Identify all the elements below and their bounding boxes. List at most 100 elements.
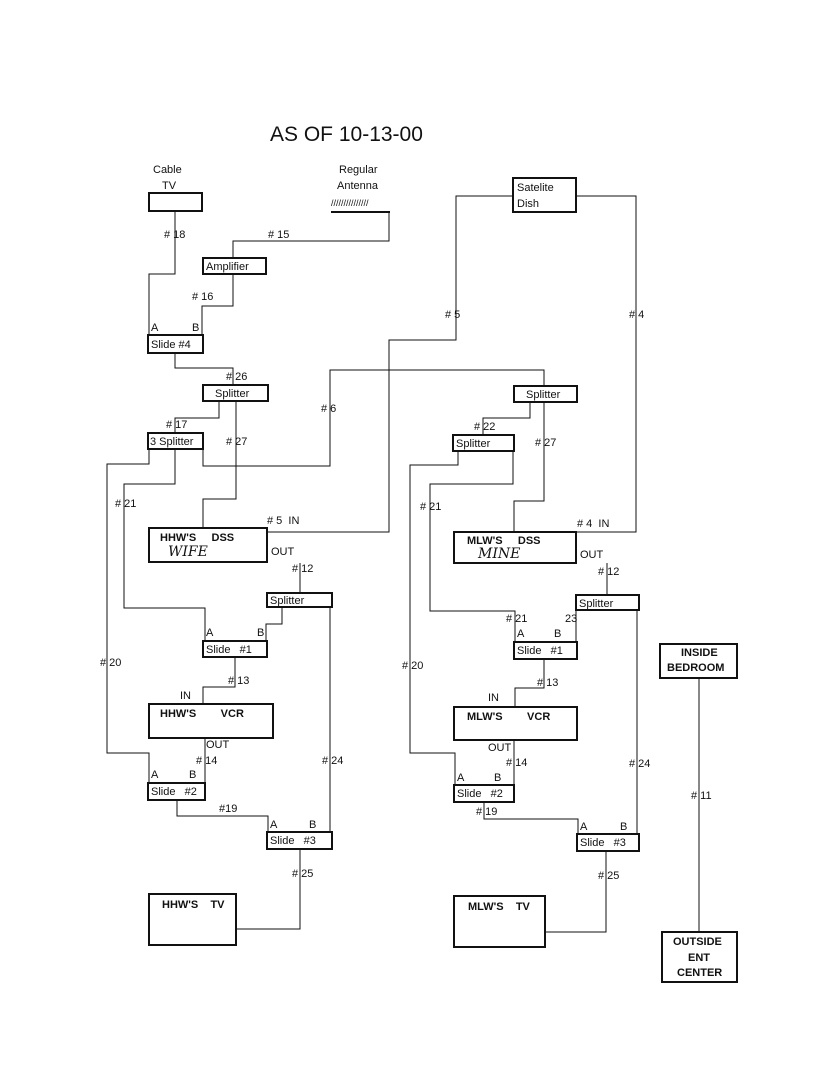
mlw-vcr-label: MLW'S VCR bbox=[467, 711, 550, 723]
mlw-slide1-port-a: A bbox=[517, 628, 525, 640]
cable-label-21-slide1: # 21 bbox=[506, 613, 527, 625]
hhw-slide3-label: Slide #3 bbox=[270, 835, 316, 847]
hhw-dss-handwriting: WIFE bbox=[168, 544, 208, 560]
three-splitter-box bbox=[147, 432, 204, 450]
cable-label-20-right: # 20 bbox=[402, 660, 423, 672]
hhw-tv-label: HHW'S TV bbox=[162, 899, 225, 911]
mlw-vcr-box bbox=[453, 706, 578, 741]
outside-ent-center-label-3: CENTER bbox=[677, 967, 722, 979]
cable-label-18: # 18 bbox=[164, 229, 185, 241]
cable-tv-label-1: Cable bbox=[153, 164, 182, 176]
cable-label-12-left: # 12 bbox=[292, 563, 313, 575]
mlw-dss-box bbox=[453, 531, 577, 564]
wire-15 bbox=[232, 212, 390, 258]
cable-label-19-left: #19 bbox=[219, 803, 237, 815]
hhw-slide1-port-b: B bbox=[257, 627, 264, 639]
mlw-slide1-box bbox=[513, 641, 578, 660]
amplifier-box bbox=[202, 257, 267, 275]
cable-label-24-left: # 24 bbox=[322, 755, 343, 767]
cable-label-26: # 26 bbox=[226, 371, 247, 383]
wire-sp-s1l bbox=[265, 607, 283, 641]
splitter-22-box bbox=[452, 434, 515, 452]
cable-label-23: 23 bbox=[565, 613, 577, 625]
inside-bedroom-label-1: INSIDE bbox=[681, 647, 718, 659]
cable-label-21-left: # 21 bbox=[115, 498, 136, 510]
wire-4 bbox=[576, 195, 637, 533]
slide4-label: Slide #4 bbox=[151, 339, 191, 351]
antenna-label-1: Regular bbox=[339, 164, 378, 176]
mlw-vcr-in-label: IN bbox=[488, 692, 499, 704]
cable-label-15: # 15 bbox=[268, 229, 289, 241]
satellite-dish-label-2: Dish bbox=[517, 198, 539, 210]
antenna-label-2: Antenna bbox=[337, 180, 379, 192]
cable-label-14-left: # 14 bbox=[196, 755, 217, 767]
outside-ent-center-label-2: ENT bbox=[688, 952, 710, 964]
mlw-splitter-label: Splitter bbox=[579, 598, 614, 610]
cable-tv-box bbox=[148, 192, 203, 212]
hhw-dss-label: HHW'S DSS bbox=[160, 532, 234, 544]
cable-labels: # 18 # 15 # 16 # 5 # 4 # 26 # 17 # 27 # … bbox=[100, 229, 712, 882]
wire-5 bbox=[268, 195, 513, 533]
right-splitter-label: Splitter bbox=[526, 389, 561, 401]
cable-tv-label-2: TV bbox=[162, 180, 177, 192]
wire-22 bbox=[482, 402, 531, 435]
three-splitter-label: 3 Splitter bbox=[150, 436, 194, 448]
cable-label-27-right: # 27 bbox=[535, 437, 556, 449]
cable-label-22: # 22 bbox=[474, 421, 495, 433]
mlw-tv-box bbox=[453, 895, 546, 948]
mlw-slide1-label: Slide #1 bbox=[517, 645, 563, 657]
mlw-tv-label: MLW'S TV bbox=[468, 901, 531, 913]
inside-bedroom-box bbox=[659, 643, 738, 679]
amplifier-label: Amplifier bbox=[206, 261, 249, 273]
outside-ent-center-box bbox=[661, 931, 738, 983]
hhw-splitter-box bbox=[266, 592, 333, 608]
left-splitter-label: Splitter bbox=[215, 388, 250, 400]
wire-25r bbox=[545, 851, 607, 933]
page-title: AS OF 10-13-00 bbox=[270, 123, 423, 146]
hhw-dss-in-label: # 5 IN bbox=[267, 515, 299, 527]
hhw-vcr-out-label: OUT bbox=[206, 739, 230, 751]
wire-16 bbox=[201, 274, 234, 335]
wire-19l bbox=[176, 800, 269, 832]
cable-label-11: # 11 bbox=[691, 790, 712, 802]
antenna-hatch: /////////////// bbox=[331, 198, 369, 208]
hhw-slide2-port-b: B bbox=[189, 769, 196, 781]
mlw-slide2-label: Slide #2 bbox=[457, 788, 503, 800]
hhw-vcr-label: HHW'S VCR bbox=[160, 708, 244, 720]
mlw-splitter-box bbox=[575, 594, 640, 611]
wire-26 bbox=[174, 353, 234, 385]
hhw-splitter-label: Splitter bbox=[270, 595, 305, 607]
cable-label-27-left: # 27 bbox=[226, 436, 247, 448]
hhw-slide1-box bbox=[202, 640, 268, 658]
hhw-tv-box bbox=[148, 893, 237, 946]
wire-19r bbox=[483, 802, 579, 834]
hhw-slide3-port-a: A bbox=[270, 819, 278, 831]
mlw-slide3-port-b: B bbox=[620, 821, 627, 833]
cable-label-6: # 6 bbox=[321, 403, 336, 415]
slide4-box bbox=[147, 334, 204, 354]
wire-27l bbox=[202, 401, 237, 528]
mlw-slide2-port-a: A bbox=[457, 772, 465, 784]
wires bbox=[106, 195, 700, 933]
hhw-dss-box bbox=[148, 527, 268, 563]
cable-label-14-right: # 14 bbox=[506, 757, 527, 769]
wire-25l bbox=[236, 849, 301, 930]
cable-label-5: # 5 bbox=[445, 309, 460, 321]
hhw-slide2-box bbox=[147, 782, 206, 801]
cable-label-13-right: # 13 bbox=[537, 677, 558, 689]
wire-18 bbox=[148, 211, 176, 335]
mlw-slide2-box bbox=[453, 784, 515, 803]
wire-13l bbox=[202, 657, 236, 704]
hhw-vcr-in-label: IN bbox=[180, 690, 191, 702]
hhw-slide2-port-a: A bbox=[151, 769, 159, 781]
outside-ent-center-label-1: OUTSIDE bbox=[673, 936, 722, 948]
wire-20l bbox=[106, 449, 150, 783]
inside-bedroom-label-2: BEDROOM bbox=[667, 662, 724, 674]
satellite-dish-label-1: Satelite bbox=[517, 182, 554, 194]
wire-20r bbox=[409, 451, 459, 785]
mlw-slide3-label: Slide #3 bbox=[580, 837, 626, 849]
hhw-slide3-port-b: B bbox=[309, 819, 316, 831]
hhw-slide2-label: Slide #2 bbox=[151, 786, 197, 798]
slide4-port-a: A bbox=[151, 322, 159, 334]
cable-label-25-right: # 25 bbox=[598, 870, 619, 882]
